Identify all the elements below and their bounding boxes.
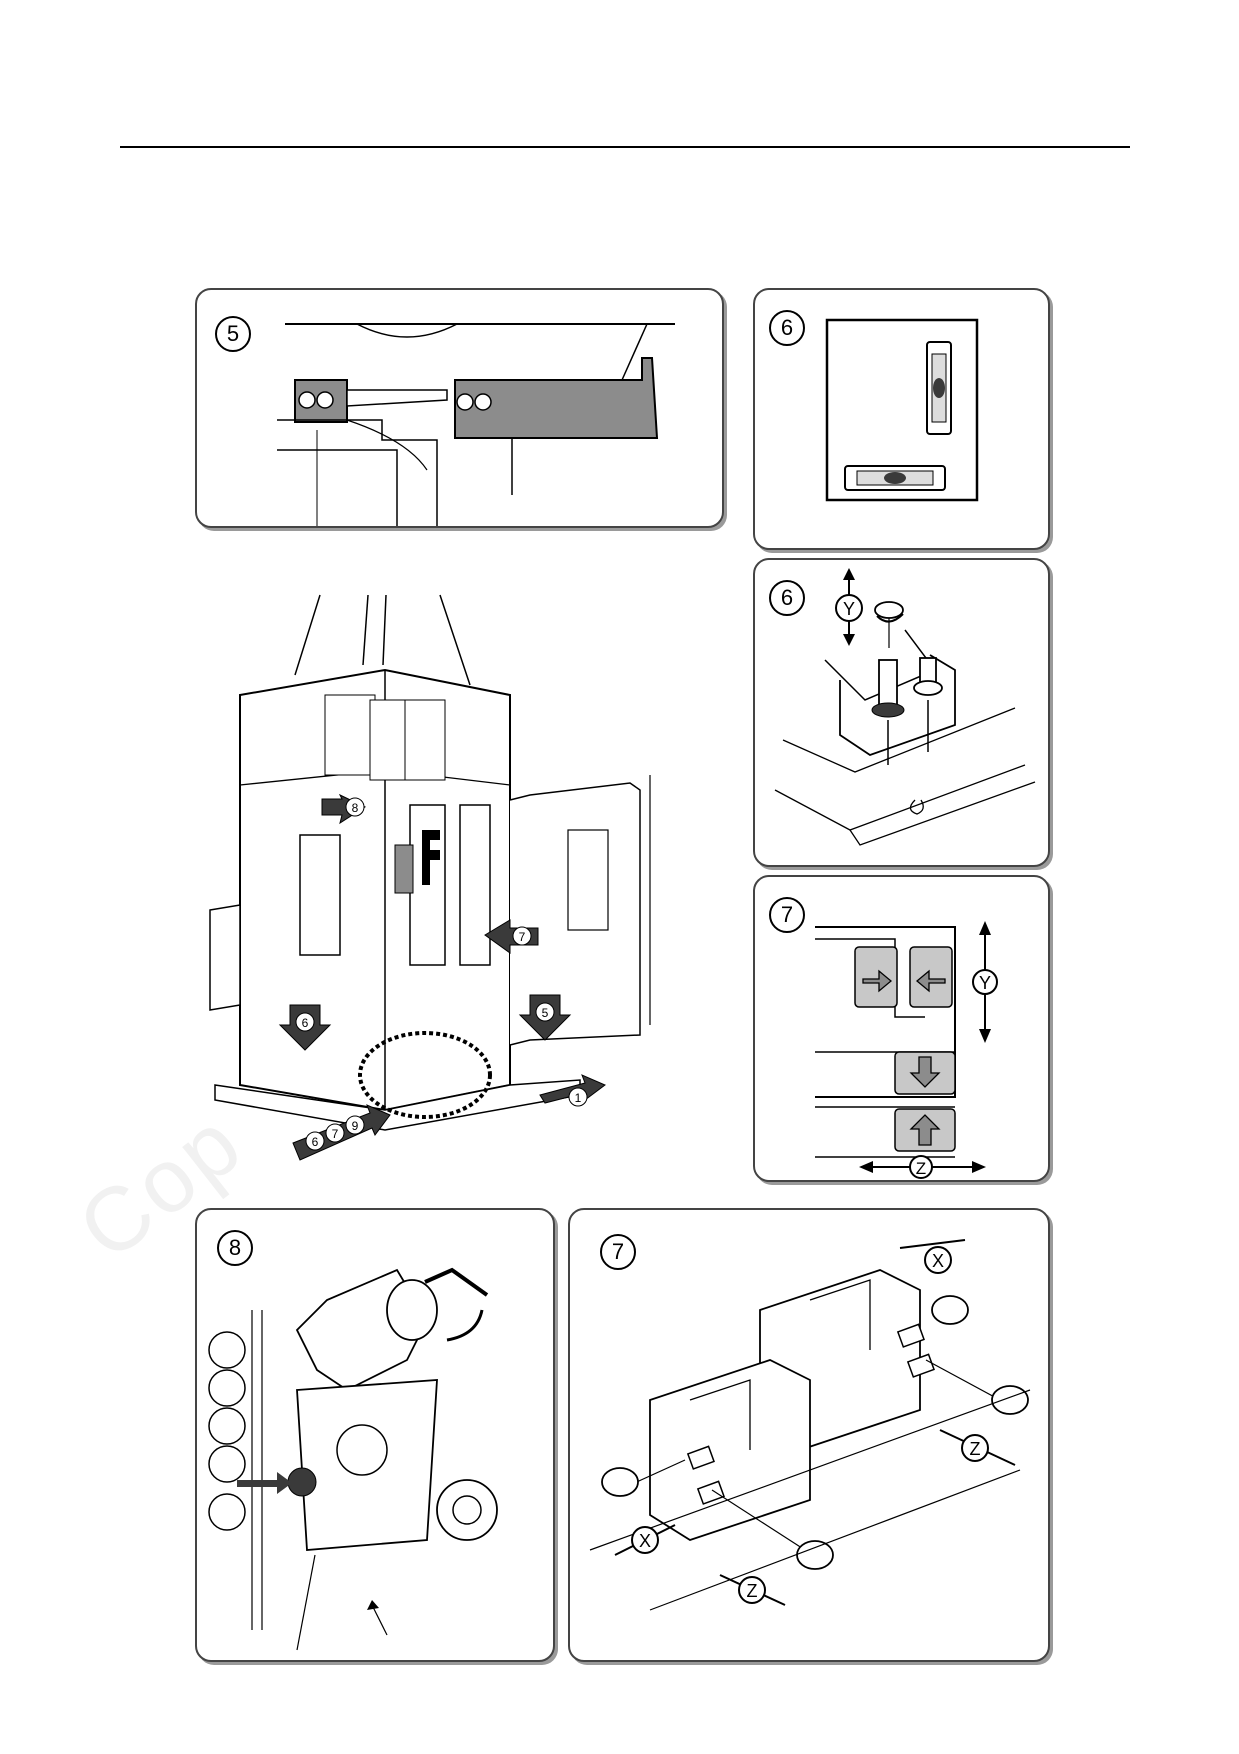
step-badge: 5 bbox=[215, 316, 251, 352]
panel-step-6-jack-bolt: Y 6 bbox=[753, 558, 1050, 867]
adjusting-bolt-illustration: X Z X Z bbox=[589, 1239, 1031, 1611]
step-badge: 7 bbox=[600, 1234, 636, 1270]
callout-label: 7 bbox=[519, 930, 526, 944]
axis-label-z: Z bbox=[970, 1439, 981, 1459]
step-badge: 7 bbox=[769, 897, 805, 933]
header-rule bbox=[120, 146, 1130, 148]
axis-label-x: X bbox=[932, 1251, 944, 1271]
step-badge: 8 bbox=[217, 1230, 253, 1266]
axis-label-y: Y bbox=[979, 973, 991, 993]
callout-label: 5 bbox=[542, 1006, 549, 1020]
axis-label-y: Y bbox=[843, 599, 855, 619]
panel-step-5: 5 bbox=[195, 288, 724, 528]
callout-label: 9 bbox=[352, 1119, 359, 1133]
callout-label: 7 bbox=[332, 1127, 339, 1141]
panel-step-6-level: 6 bbox=[753, 288, 1050, 550]
panel-step-7-bolts: X Z X Z 7 bbox=[568, 1208, 1050, 1662]
callout-arrows: 8 7 6 5 1 6 7 9 bbox=[278, 793, 606, 1161]
panel-step-8: 8 bbox=[195, 1208, 555, 1662]
tool-adjustment-illustration bbox=[208, 1267, 498, 1651]
axis-label-x: X bbox=[639, 1531, 651, 1551]
alignment-block-illustration: Y Z bbox=[815, 921, 998, 1179]
callout-label: 6 bbox=[302, 1016, 309, 1030]
axis-label-z: Z bbox=[916, 1159, 926, 1178]
machine-installation-illustration: 8 7 6 5 1 6 7 9 bbox=[209, 594, 651, 1161]
axis-label-z: Z bbox=[747, 1581, 758, 1601]
step-badge: 6 bbox=[769, 580, 805, 616]
spirit-level-illustration bbox=[825, 318, 979, 502]
clamp-detail-illustration bbox=[277, 323, 675, 526]
panel-step-7-alignment: Y Z 7 bbox=[753, 875, 1050, 1182]
jack-bolt-illustration: Y bbox=[774, 568, 1036, 846]
callout-label: 6 bbox=[312, 1135, 319, 1149]
step-badge: 6 bbox=[769, 310, 805, 346]
callout-label: 1 bbox=[575, 1091, 582, 1105]
callout-label: 8 bbox=[352, 801, 359, 815]
